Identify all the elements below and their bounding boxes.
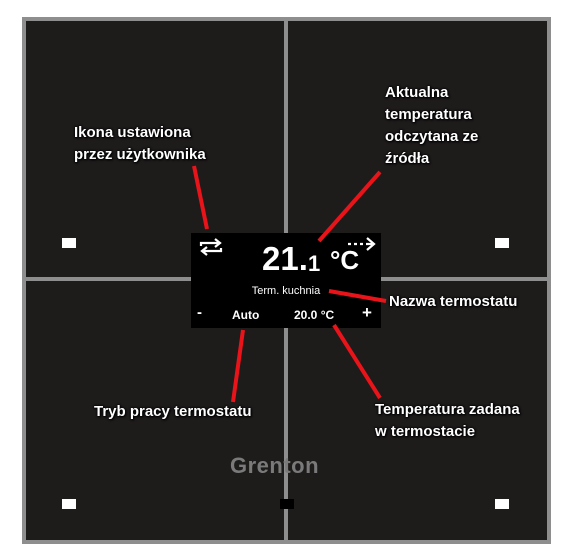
brand-logo: Grenton xyxy=(230,453,320,478)
current-temperature-decimal: 1 xyxy=(308,251,321,276)
thermostat-mode: Auto xyxy=(232,308,260,322)
led-indicator-top-right xyxy=(495,238,509,248)
setpoint-temperature: 20.0 °C xyxy=(294,308,335,322)
increase-button[interactable]: + xyxy=(362,303,372,322)
current-temperature-integer: 21. xyxy=(262,240,308,277)
annotation-line: w termostacie xyxy=(375,423,476,440)
thermostat-display: 21. 1 °C Term. kuchnia - Auto 20.0 °C + xyxy=(191,233,381,328)
decrease-button[interactable]: - xyxy=(197,304,202,321)
repeat-icon xyxy=(199,238,223,256)
annotation-line: źródła xyxy=(385,150,430,167)
annotation-setpoint: Temperatura zadana w termostacie xyxy=(375,399,520,443)
annotation-line: odczytana ze xyxy=(385,128,479,145)
pointer-setpoint xyxy=(332,323,382,400)
annotation-line: przez użytkownika xyxy=(74,146,206,163)
led-indicator-top-left xyxy=(62,238,76,248)
annotation-mode: Tryb pracy termostatu xyxy=(94,403,252,420)
pointer-user-icon xyxy=(192,165,209,230)
annotation-line: temperatura xyxy=(385,106,472,123)
annotation-line: Temperatura zadana xyxy=(375,401,520,418)
pointer-mode xyxy=(231,329,245,403)
pointer-thermostat-name xyxy=(328,289,387,303)
annotation-user-icon: Ikona ustawiona przez użytkownika xyxy=(74,122,206,166)
pointer-current-temperature xyxy=(317,170,382,243)
annotation-thermostat-name: Nazwa termostatu xyxy=(389,293,518,310)
thermostat-name: Term. kuchnia xyxy=(251,285,321,297)
arrow-right-icon xyxy=(348,237,376,251)
annotation-line: Ikona ustawiona xyxy=(74,124,191,141)
led-indicator-bottom-center xyxy=(280,499,294,509)
led-indicator-bottom-left xyxy=(62,499,76,509)
current-temperature-unit: °C xyxy=(330,245,360,275)
annotation-current-temperature: Aktualna temperatura odczytana ze źródła xyxy=(385,82,478,170)
annotation-line: Aktualna xyxy=(385,84,449,101)
led-indicator-bottom-right xyxy=(495,499,509,509)
